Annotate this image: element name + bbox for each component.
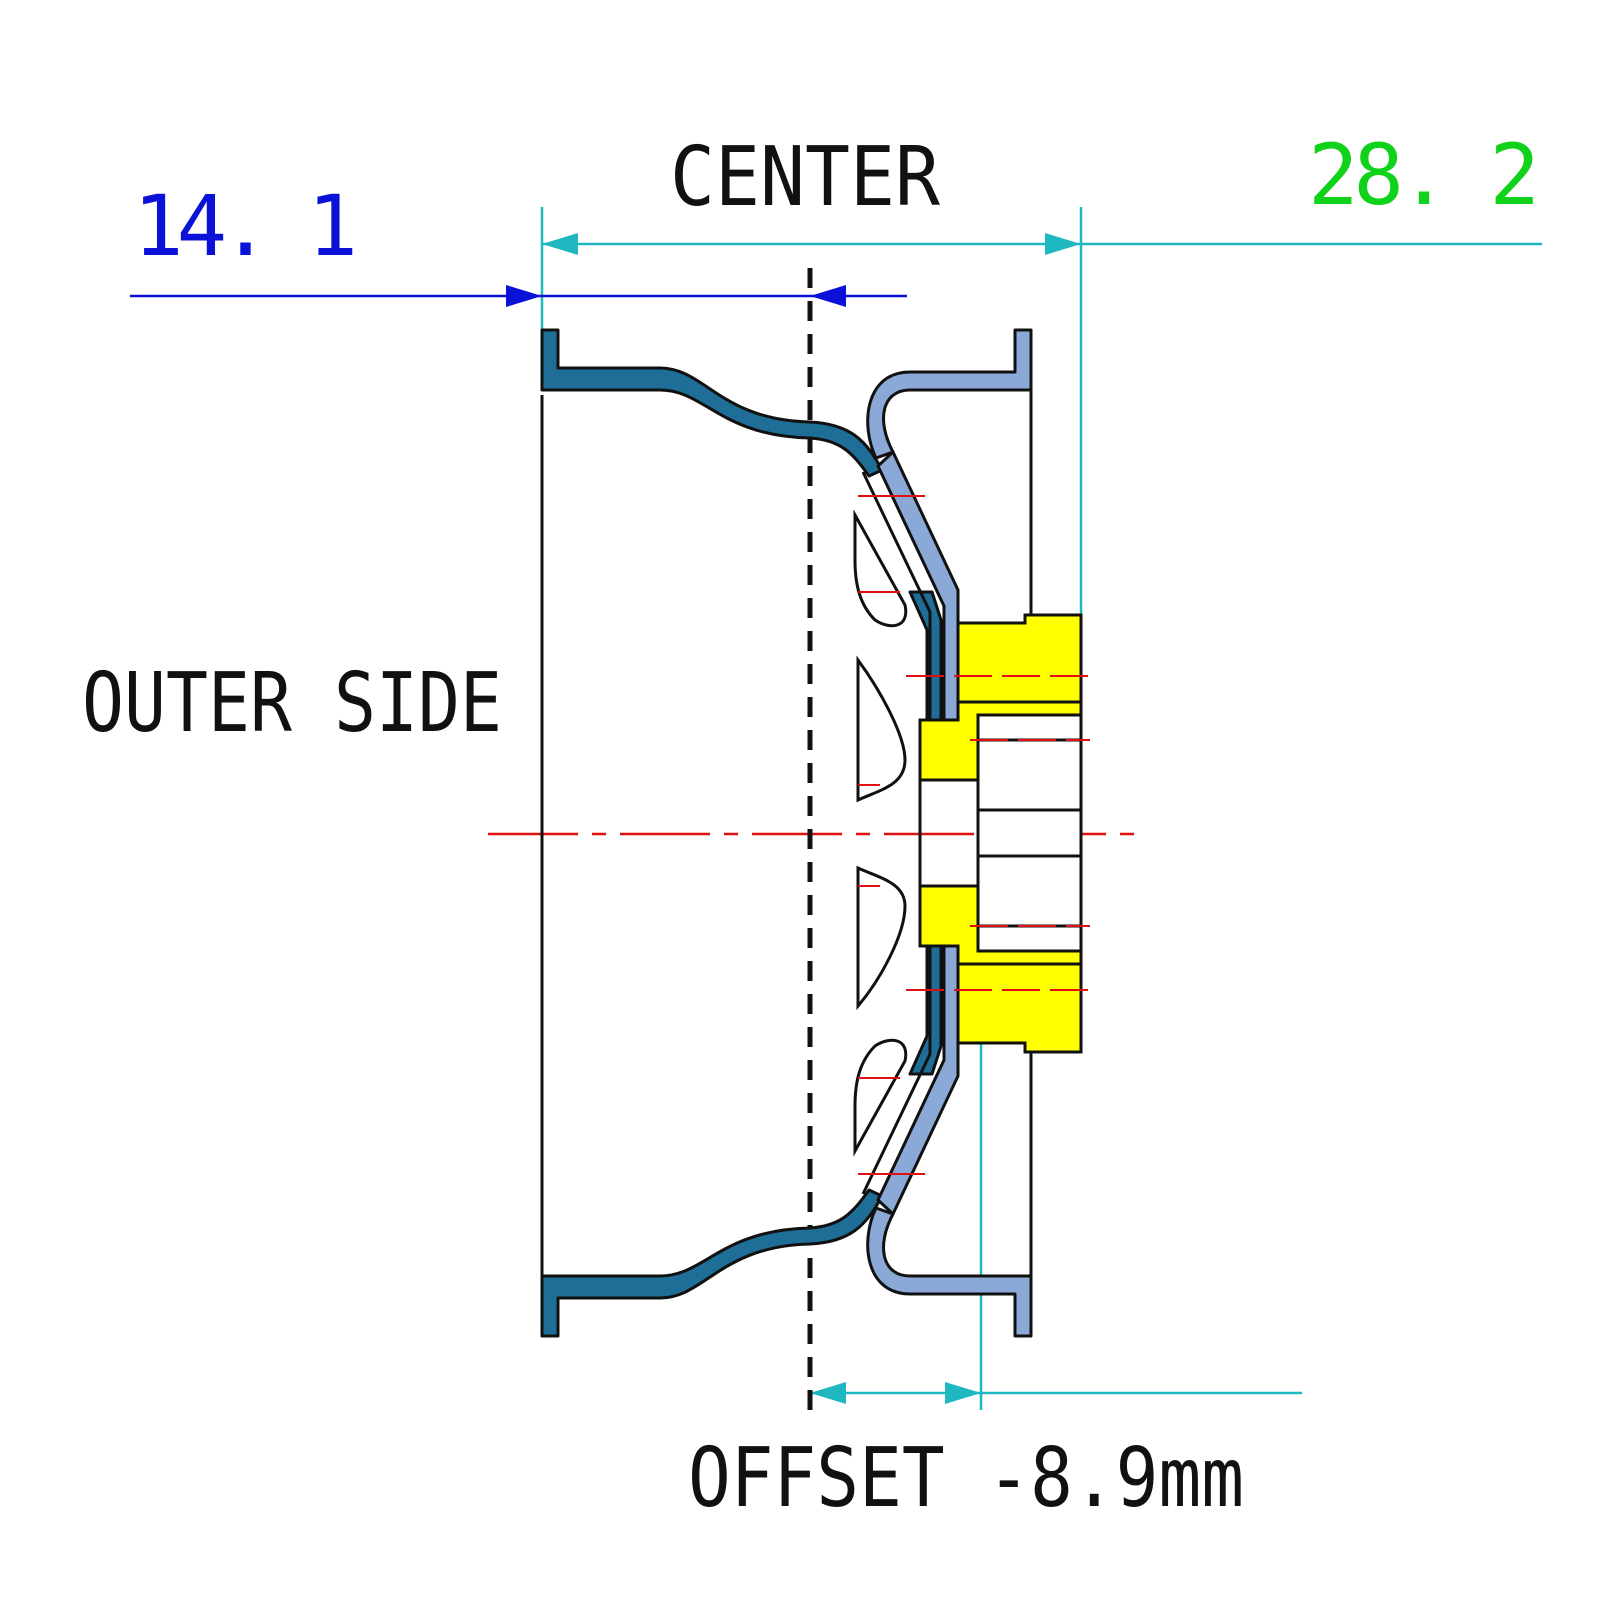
center-label: CENTER (670, 130, 941, 225)
hub-mounting-section (918, 613, 1083, 1054)
overall-width-dimension (540, 207, 1542, 615)
right-dimension-value: 28. 2 (1308, 126, 1540, 224)
bolt-hole-centerlines (906, 675, 1098, 991)
vent-centerlines (858, 495, 925, 1175)
outer-side-label: OUTER SIDE (82, 656, 502, 751)
left-dimension-value: 14. 1 (133, 177, 358, 275)
vent-holes (853, 509, 908, 1157)
offset-label: OFFSET -8.9mm (688, 1431, 1244, 1526)
